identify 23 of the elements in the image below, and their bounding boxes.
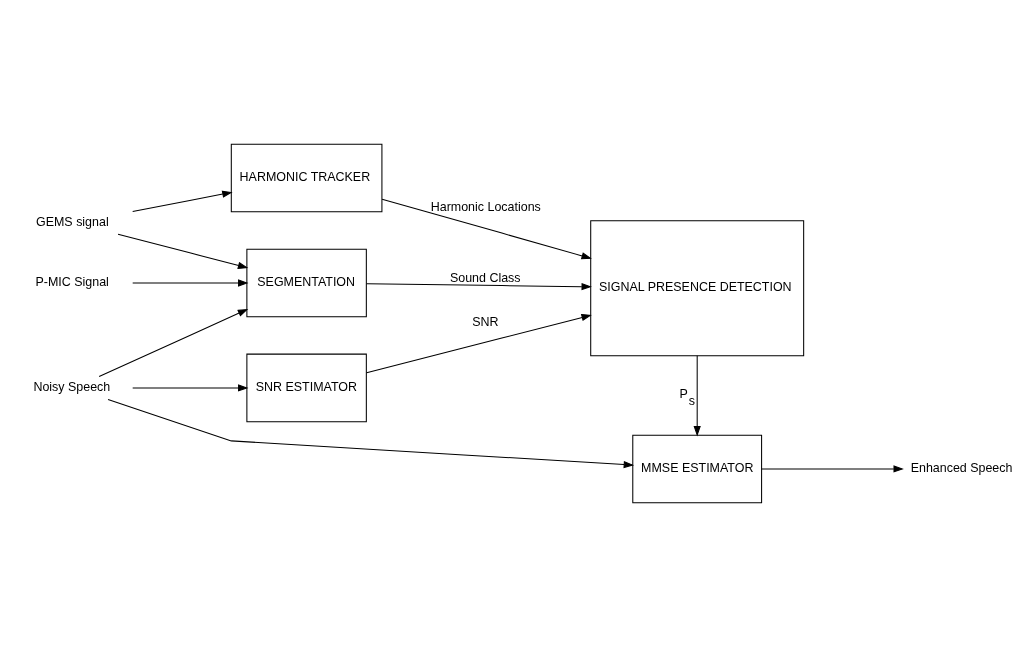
arrow [365, 282, 592, 290]
arrow [760, 464, 904, 473]
node-box: SEGMENTATION [245, 248, 367, 317]
arrow [693, 354, 701, 436]
node-text: P-MIC Signal [34, 274, 109, 289]
node-box: SIGNAL PRESENCE DETECTION [589, 219, 804, 356]
arrow [131, 190, 233, 212]
node-box: HARMONIC TRACKER [230, 143, 382, 212]
arrow [365, 313, 592, 373]
node-text: Enhanced Speech [910, 460, 1012, 475]
arrow [98, 308, 248, 377]
edge-label: SNR [471, 314, 499, 329]
edge-label: Sound Class [449, 270, 521, 285]
node-box: SNR ESTIMATOR [245, 353, 367, 422]
arrow [131, 383, 248, 392]
node-text: GEMS signal [35, 214, 109, 229]
arrow [107, 398, 634, 468]
node-text: Noisy Speech [32, 379, 110, 394]
arrow [117, 233, 248, 269]
arrow [131, 278, 248, 287]
arrow [381, 198, 592, 259]
edge-label: Harmonic Locations [430, 199, 541, 214]
node-box: MMSE ESTIMATOR [631, 434, 762, 503]
